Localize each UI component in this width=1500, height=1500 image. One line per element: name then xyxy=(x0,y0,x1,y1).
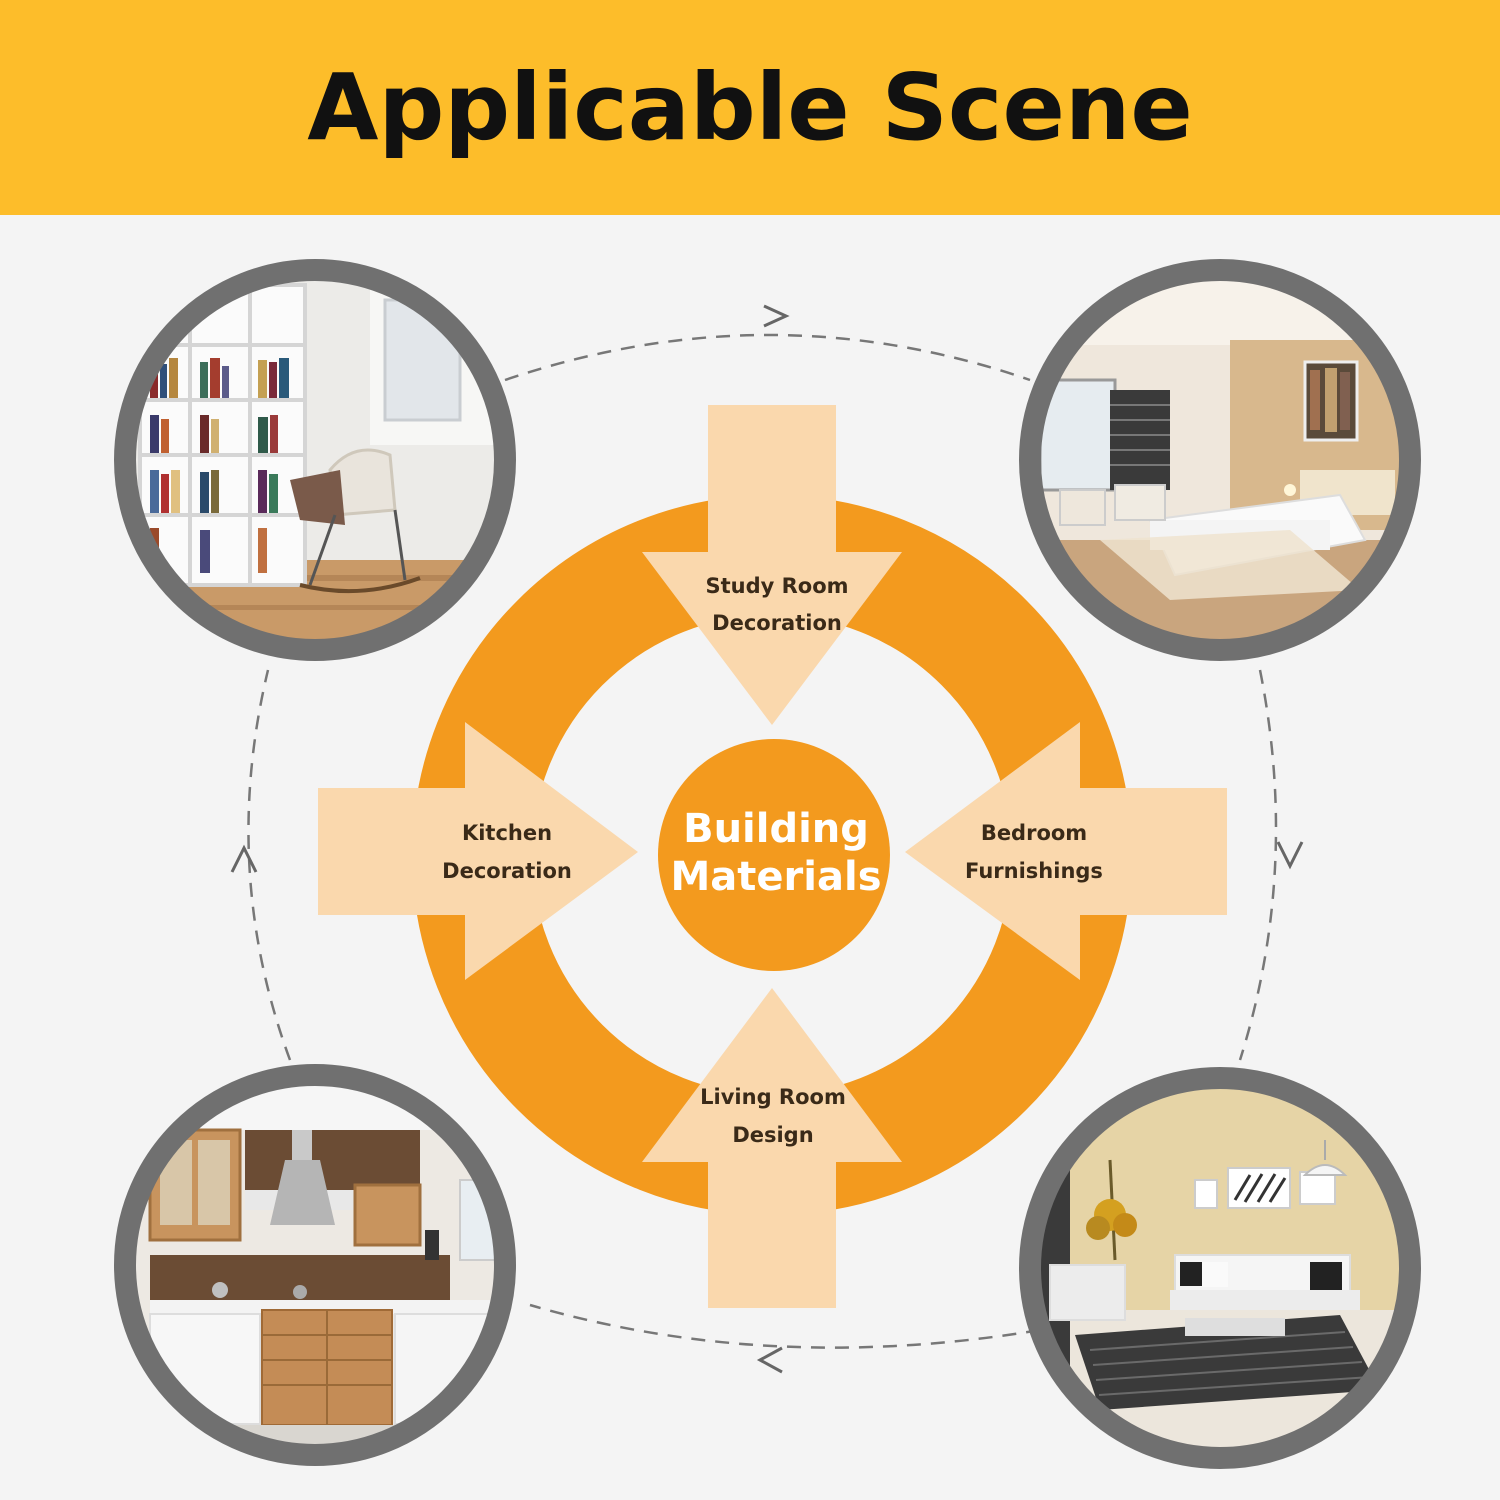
bedroom-photo xyxy=(1019,259,1421,661)
arrow-top-label-line1: Study Room xyxy=(705,574,848,598)
arrow-top-label-line2: Decoration xyxy=(712,611,842,635)
dashed-cycle-path xyxy=(247,333,1278,1349)
arrow-left-label-line2: Decoration xyxy=(442,859,572,883)
title-banner: Applicable Scene xyxy=(0,0,1500,215)
arrow-bottom xyxy=(642,988,902,1308)
arrow-left-label-line1: Kitchen xyxy=(462,821,552,845)
arrow-right-label-line2: Furnishings xyxy=(965,859,1103,883)
center-label-line1: Building xyxy=(683,806,869,852)
arrow-bottom-label-line2: Design xyxy=(732,1123,813,1147)
arrow-bottom-label-line1: Living Room xyxy=(700,1085,846,1109)
study-room-photo xyxy=(114,259,516,661)
arrow-left xyxy=(318,722,638,980)
page-title: Applicable Scene xyxy=(307,54,1193,161)
arrow-top xyxy=(642,405,902,725)
living-room-photo xyxy=(1019,1067,1421,1469)
center-label-line2: Materials xyxy=(671,854,882,900)
arrow-right-label-line1: Bedroom xyxy=(981,821,1087,845)
center-circle xyxy=(658,739,890,971)
kitchen-photo xyxy=(114,1064,516,1466)
cycle-arrowhead-icons xyxy=(230,304,1304,1374)
arrow-right xyxy=(905,722,1227,980)
